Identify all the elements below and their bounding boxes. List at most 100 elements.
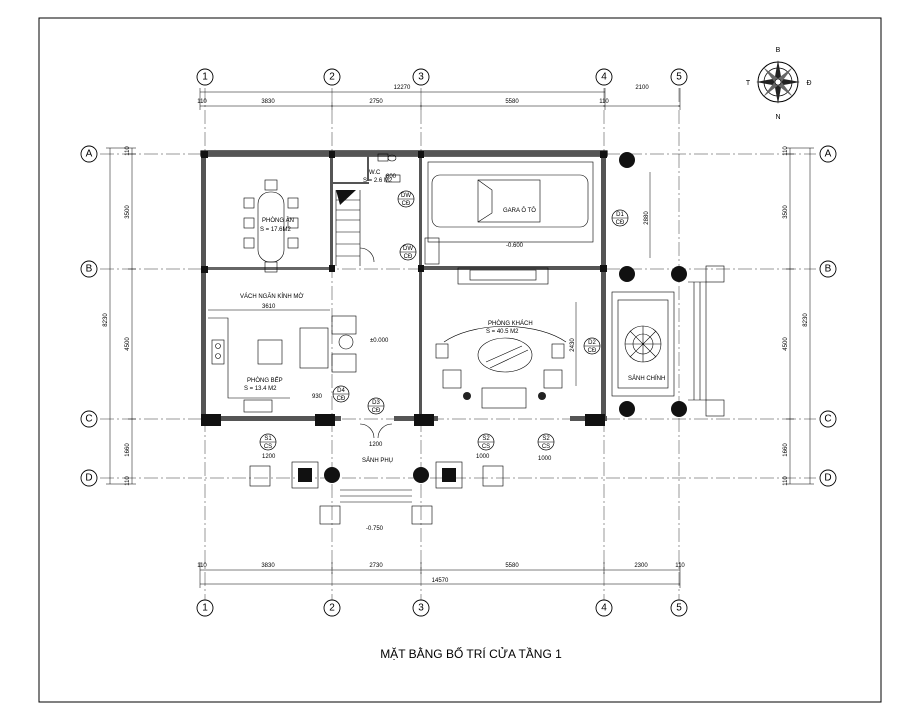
room-name-kitchen: PHÒNG BẾP [247,377,283,384]
garage-door-swing [424,237,440,265]
dimension-right: 110 3500 4500 1660 110 8230 [783,146,814,486]
axis-label-a: A [86,149,93,160]
dim-kitchen-width: 3610 [262,304,276,310]
door-tag-type: CS [542,444,550,450]
door-tag-type: CĐ [337,396,346,402]
dim-bottom-seg: 2730 [369,563,383,569]
door-tag-code: D3 [372,400,380,406]
dim-bottom-seg: 3830 [261,563,275,569]
axis-label-3: 3 [418,603,424,614]
axis-label-5: 5 [676,603,682,614]
axis-label-2: 2 [329,72,335,83]
axis-label-d: D [824,473,831,484]
sheet-border [38,17,882,703]
grid-lines [100,88,816,600]
dimension-left: 8230 110 3500 4500 1660 110 [103,146,136,486]
room-area-dining: S = 17.6M2 [260,227,292,233]
level-garage: -0.600 [506,243,524,249]
axis-label-5: 5 [676,72,682,83]
dim-right-seg: 110 [783,146,789,156]
axis-label-1: 1 [202,72,208,83]
room-area-kitchen: S = 13.4 M2 [244,386,277,392]
dim-right-seg: 1660 [783,443,789,457]
dim-bottom-seg: 5580 [505,563,519,569]
axis-label-2: 2 [329,603,335,614]
axis-label-c: C [85,414,92,425]
dim-right-total: 8230 [803,313,809,327]
dim-bottom-total: 14570 [432,578,449,584]
dim-bottom-seg: 110 [675,563,685,569]
axis-bubbles-bottom: 1 2 3 4 5 [196,599,688,617]
dim-top-seg: 110 [197,99,207,105]
compass-label-west: T [746,80,751,87]
axis-label-c: C [824,414,831,425]
dim-bottom-seg: 2300 [634,563,648,569]
dim-left-seg: 110 [125,476,131,486]
kitchen-layout [208,309,357,413]
dim-right-seg: 4500 [783,337,789,351]
dim-left-total: 8230 [103,313,109,327]
door-tag-code: S1 [264,436,272,442]
dim-top-seg: 2750 [369,99,383,105]
compass-rose-icon [756,60,800,104]
door-tag-type: CĐ [616,220,625,226]
axis-label-a: A [825,149,832,160]
door-tag-type: CĐ [372,408,381,414]
room-area-living: S = 40.5 M2 [486,329,519,335]
room-name-dining: PHÒNG ĂN [262,217,294,224]
room-name-wc: W.C [369,170,381,176]
axis-label-3: 3 [418,72,424,83]
structural-columns [201,151,607,426]
dim-left-seg: 4500 [125,337,131,351]
side-porch [249,423,504,525]
dim-right-seg: 110 [783,476,789,486]
axis-label-4: 4 [601,72,607,83]
room-area-wc: S = 2.6 M2 [363,178,393,184]
compass-label-south: N [775,114,780,121]
dim-bottom-seg: 110 [197,563,207,569]
label-side-porch: SẢNH PHỤ [362,457,393,464]
drawing-title: MẶT BẰNG BỐ TRÍ CỬA TẦNG 1 [380,646,562,661]
compass-label-north: B [776,47,781,54]
axis-label-d: D [85,473,92,484]
wc-fixtures [377,153,401,183]
door-tag-type: CĐ [588,348,597,354]
door-tag-type: CĐ [402,201,411,207]
door-tag-code: S2 [482,436,490,442]
axis-label-b: B [86,264,93,275]
level-hall: ±0.000 [370,338,389,344]
door-tag-code: S2 [542,436,550,442]
dim-top-seg: 3830 [261,99,275,105]
dim-garage-door: 2880 [644,211,650,225]
dim-left-seg: 3500 [125,205,131,219]
axis-bubbles-right: A B C D [819,145,837,487]
dim-stair: 930 [312,394,323,400]
dim-top-seg: 2100 [635,85,649,91]
dim-top-seg: 5580 [505,99,519,105]
dim-s2a: 1000 [476,454,490,460]
dim-s1: 1200 [262,454,276,460]
axis-bubbles-left: A B C D [80,145,98,487]
dimension-top: 12270 110 3830 2750 5580 110 2100 [197,85,681,110]
dim-living-door: 2430 [570,338,576,352]
dim-left-seg: 110 [125,146,131,156]
door-tag-code: D1 [616,212,624,218]
dim-top-total: 12270 [394,85,411,91]
living-furniture [435,267,567,409]
dim-top-seg: 110 [599,99,609,105]
dim-left-seg: 1660 [125,443,131,457]
label-main-porch: SẢNH CHÍNH [628,375,665,382]
door-tag-type: CĐ [404,254,413,260]
dim-wc-door: 800 [386,174,397,180]
door-tag-code: D2 [588,340,596,346]
dim-s2b: 1000 [538,456,552,462]
